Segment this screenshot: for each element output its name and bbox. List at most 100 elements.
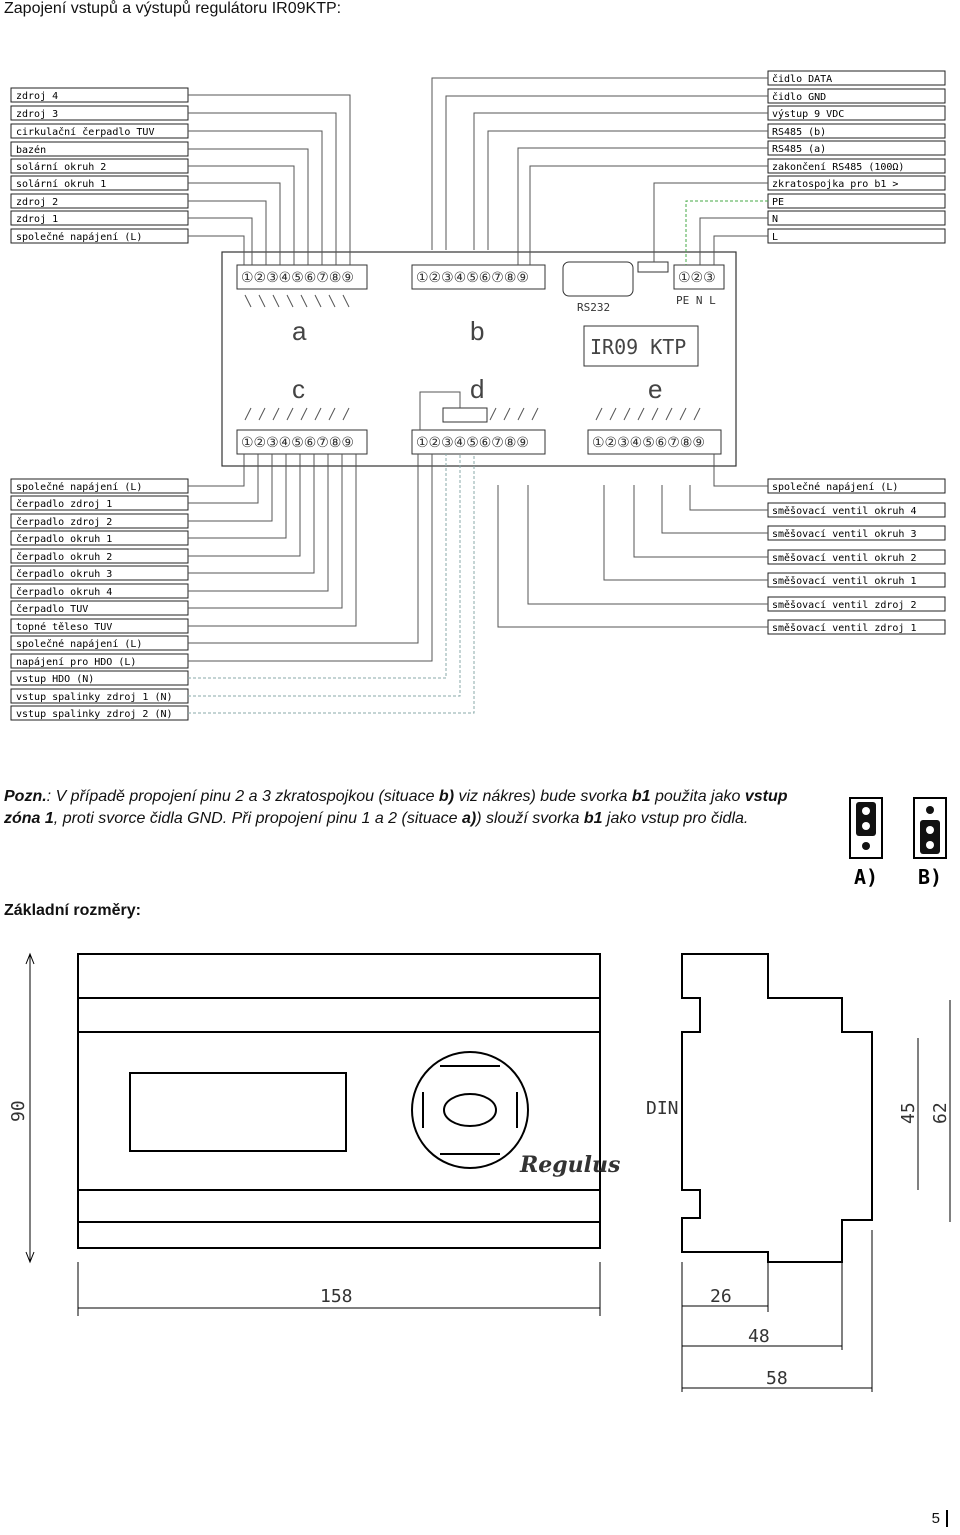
svg-text:směšovací ventil okruh 3: směšovací ventil okruh 3: [772, 528, 917, 540]
page-title: Zapojení vstupů a výstupů regulátoru IR0…: [4, 0, 342, 17]
svg-text:čerpadlo okruh 3: čerpadlo okruh 3: [16, 568, 112, 580]
svg-text:N: N: [772, 214, 778, 225]
svg-text:PE: PE: [772, 197, 784, 208]
rs232-label: RS232: [577, 301, 610, 314]
note-text: : V případě propojení pinu 2 a 3 zkratos…: [46, 788, 439, 805]
dimensions-title: Základní rozměry:: [4, 902, 141, 919]
label-box: směšovací ventil okruh 4: [767, 502, 946, 518]
svg-text:výstup 9 VDC: výstup 9 VDC: [772, 108, 844, 120]
group-c-label: c: [292, 374, 305, 404]
note-text: viz nákres) bude svorka: [454, 788, 632, 805]
label-box: směšovací ventil zdroj 2: [767, 596, 946, 612]
svg-text:čerpadlo okruh 2: čerpadlo okruh 2: [16, 551, 112, 563]
label-box: čidlo GND: [767, 88, 946, 104]
brand-logo: Regulus: [519, 1152, 620, 1178]
dim-58: 58: [766, 1368, 788, 1389]
note-bold: b1: [583, 810, 603, 827]
label-box: čerpadlo TUV: [10, 600, 189, 616]
page-number: 5: [932, 1510, 948, 1527]
svg-text:čerpadlo okruh 4: čerpadlo okruh 4: [16, 586, 112, 598]
label-box: čerpadlo okruh 1: [10, 530, 189, 546]
label-box: výstup 9 VDC: [767, 105, 946, 121]
right-bottom-labels: společné napájení (L) směšovací ventil o…: [497, 454, 946, 635]
left-top-labels: zdroj 4 zdroj 3 cirkulační čerpadlo TUV …: [10, 87, 351, 265]
svg-text:zakončení RS485 (100Ω): zakončení RS485 (100Ω): [772, 161, 904, 173]
left-bottom-labels: společné napájení (L) čerpadlo zdroj 1 č…: [10, 454, 475, 721]
label-box: zkratospojka pro b1 >: [767, 175, 946, 191]
svg-text:cirkulační čerpadlo TUV: cirkulační čerpadlo TUV: [16, 126, 154, 138]
svg-text:bazén: bazén: [16, 144, 46, 156]
note-bold: b1: [631, 788, 651, 805]
label-box: společné napájení (L): [767, 478, 946, 494]
label-box: solární okruh 1: [10, 175, 189, 191]
dim-height: 90: [8, 1100, 29, 1122]
jumper-block: [637, 261, 669, 273]
jumper-a: A): [849, 797, 883, 889]
label-box: cirkulační čerpadlo TUV: [10, 123, 189, 139]
svg-text:čerpadlo zdroj 1: čerpadlo zdroj 1: [16, 498, 112, 510]
label-box: vstup spalinky zdroj 2 (N): [10, 705, 189, 721]
svg-text:zkratospojka pro b1 >: zkratospojka pro b1 >: [772, 179, 898, 190]
label-box: PE: [767, 193, 946, 209]
dim-26: 26: [710, 1286, 732, 1307]
jumper-b: B): [913, 797, 947, 889]
note-text: jako vstup pro čidla.: [602, 810, 749, 827]
svg-text:společné napájení (L): společné napájení (L): [16, 481, 142, 493]
label-box: zdroj 4: [10, 87, 189, 103]
label-box: čerpadlo zdroj 1: [10, 495, 189, 511]
note-bold: a): [461, 810, 477, 827]
note-bold: vstup zóna 1: [4, 788, 788, 827]
jumper-b-label: B): [918, 865, 942, 889]
rs232-connector: [562, 261, 634, 297]
svg-text:společné napájení (L): společné napájení (L): [772, 481, 898, 493]
svg-text:RS485 (a): RS485 (a): [772, 144, 826, 155]
label-box: zdroj 2: [10, 193, 189, 209]
label-box: čerpadlo zdroj 2: [10, 513, 189, 529]
svg-text:směšovací ventil zdroj 1: směšovací ventil zdroj 1: [772, 622, 917, 634]
label-box: společné napájení (L): [10, 478, 189, 494]
terminal-block-b: ①②③④⑤⑥⑦⑧⑨: [416, 270, 529, 286]
svg-text:společné napájení (L): společné napájení (L): [16, 638, 142, 650]
label-box: vstup HDO (N): [10, 670, 189, 686]
svg-text:RS485 (b): RS485 (b): [772, 127, 826, 138]
group-a-label: a: [292, 316, 307, 346]
label-box: N: [767, 210, 946, 226]
svg-text:směšovací ventil zdroj 2: směšovací ventil zdroj 2: [772, 599, 917, 611]
navigation-buttons: [411, 1051, 529, 1169]
model-label: IR09 KTP: [590, 335, 686, 359]
label-box: zakončení RS485 (100Ω): [767, 158, 946, 174]
label-box: RS485 (a): [767, 140, 946, 156]
svg-text:zdroj 2: zdroj 2: [16, 197, 58, 208]
right-top-labels: čidlo DATA čidlo GND výstup 9 VDC RS485 …: [431, 70, 946, 265]
svg-text:směšovací ventil okruh 1: směšovací ventil okruh 1: [772, 575, 917, 587]
svg-text:napájení pro HDO (L): napájení pro HDO (L): [16, 656, 136, 668]
svg-text:solární okruh 1: solární okruh 1: [16, 178, 106, 190]
label-box: topné těleso TUV: [10, 618, 189, 634]
pe-n-l-label: PE N L: [676, 294, 716, 307]
terminal-block-e: ①②③④⑤⑥⑦⑧⑨: [592, 435, 705, 451]
label-box: směšovací ventil okruh 1: [767, 572, 946, 588]
terminal-block-a: ①②③④⑤⑥⑦⑧⑨: [241, 270, 354, 286]
svg-text:vstup HDO (N): vstup HDO (N): [16, 674, 94, 685]
svg-text:topné těleso TUV: topné těleso TUV: [16, 621, 112, 633]
dim-width: 158: [320, 1286, 353, 1307]
label-box: zdroj 3: [10, 105, 189, 121]
note-text: použita jako: [650, 788, 745, 805]
svg-text:čerpadlo TUV: čerpadlo TUV: [16, 603, 88, 615]
svg-text:vstup spalinky zdroj 2 (N): vstup spalinky zdroj 2 (N): [16, 709, 173, 720]
group-d-label: d: [470, 374, 484, 404]
display-window: [129, 1072, 347, 1152]
svg-text:vstup spalinky zdroj 1 (N): vstup spalinky zdroj 1 (N): [16, 692, 173, 703]
label-box: solární okruh 2: [10, 158, 189, 174]
svg-text:zdroj 4: zdroj 4: [16, 91, 58, 102]
terminal-block-pe: ①②③: [678, 270, 716, 286]
label-box: směšovací ventil zdroj 1: [767, 619, 946, 635]
front-view: Regulus 90 158: [8, 952, 620, 1316]
terminal-block-c: ①②③④⑤⑥⑦⑧⑨: [241, 435, 354, 451]
label-box: společné napájení (L): [10, 228, 189, 244]
label-box: společné napájení (L): [10, 635, 189, 651]
wiring-diagram: ①②③④⑤⑥⑦⑧⑨ ①②③④⑤⑥⑦⑧⑨ ①②③ RS232 PE N L IR0…: [10, 70, 946, 721]
note-bold: b): [438, 788, 455, 805]
terminal-block-d: ①②③④⑤⑥⑦⑧⑨: [416, 435, 529, 451]
svg-text:čerpadlo okruh 1: čerpadlo okruh 1: [16, 533, 112, 545]
